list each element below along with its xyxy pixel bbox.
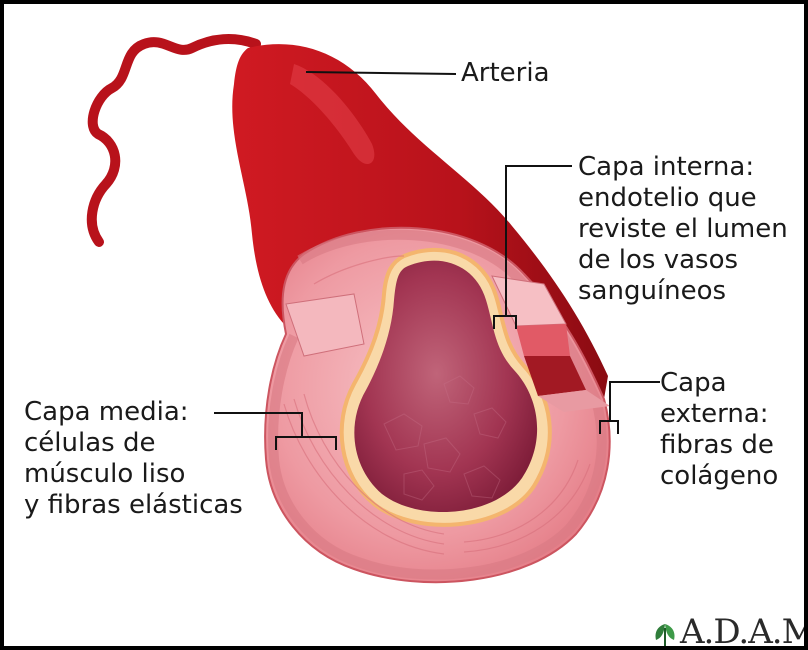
label-arteria: Arteria	[461, 58, 550, 89]
artery-illustration	[4, 4, 808, 650]
label-capa-interna: Capa interna: endotelio que reviste el l…	[578, 152, 788, 307]
adam-logo: A.D.A.M.	[680, 612, 808, 650]
leader-capa-externa	[610, 382, 660, 421]
label-capa-externa: Capa externa: fibras de colágeno	[660, 368, 778, 492]
logo-leaf-icon	[652, 622, 678, 648]
label-capa-media: Capa media: células de músculo liso y fi…	[24, 397, 243, 521]
thin-artery-branch	[92, 39, 256, 242]
